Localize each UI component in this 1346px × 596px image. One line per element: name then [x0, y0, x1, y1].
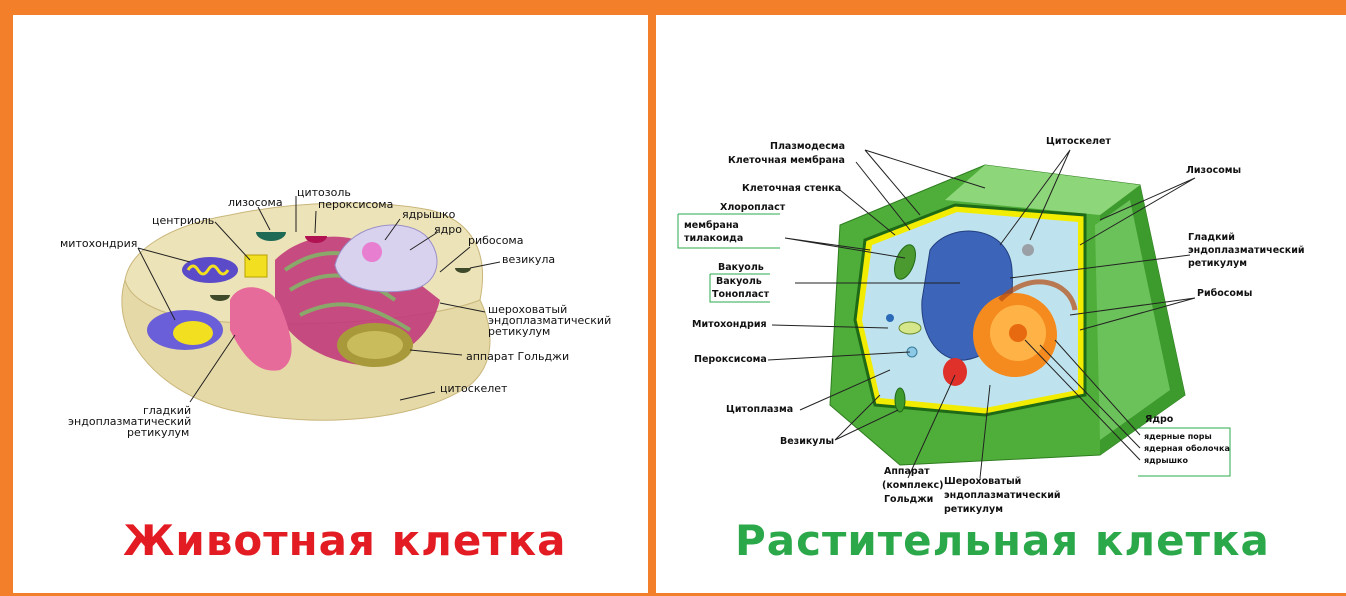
label-cell-membrane: Клеточная мембрана: [728, 155, 845, 166]
label-rough-er-1: Шероховатый: [944, 476, 1021, 487]
label-lysosomes: Лизосомы: [1186, 165, 1241, 176]
plant-title: Растительная клетка: [735, 516, 1270, 565]
label-smooth-er-1: Гладкий: [1188, 232, 1235, 243]
label-vesicles: Везикулы: [780, 436, 834, 447]
label-rough-er-3: ретикулум: [944, 504, 1003, 515]
label-smooth-er-3: ретикулум: [1188, 258, 1247, 269]
label-thylakoid-2: тилакоида: [684, 233, 743, 244]
label-thylakoid-1: мембрана: [684, 220, 739, 231]
label-vacuole: Вакуоль: [716, 276, 762, 287]
label-chloroplast: Хлоропласт: [720, 202, 785, 213]
label-plasmodesma: Плазмодесма: [770, 141, 845, 152]
label-golgi-1: Аппарат: [884, 466, 930, 477]
label-mitochondria: Митохондрия: [692, 319, 767, 330]
label-nuclear-pores: ядерные поры: [1144, 432, 1212, 441]
label-peroxisome: Пероксисома: [694, 354, 767, 365]
label-golgi-2: (комплекс): [882, 480, 943, 491]
label-nucleus: Ядро: [1145, 414, 1173, 425]
label-rough-er-2: эндоплазматический: [944, 490, 1061, 501]
label-ribosomes: Рибосомы: [1197, 288, 1252, 299]
label-cytoskeleton: Цитоскелет: [1046, 136, 1111, 147]
label-smooth-er-2: эндоплазматический: [1188, 245, 1305, 256]
label-cell-wall: Клеточная стенка: [742, 183, 841, 194]
label-vacuole-group: Вакуоль: [718, 262, 764, 273]
label-tonoplast: Тонопласт: [712, 289, 769, 300]
label-golgi-3: Гольджи: [884, 494, 933, 505]
label-nuclear-envelope: ядерная оболочка: [1144, 444, 1230, 453]
label-cytoplasm: Цитоплазма: [726, 404, 793, 415]
label-nucleolus: ядрышко: [1144, 456, 1188, 465]
